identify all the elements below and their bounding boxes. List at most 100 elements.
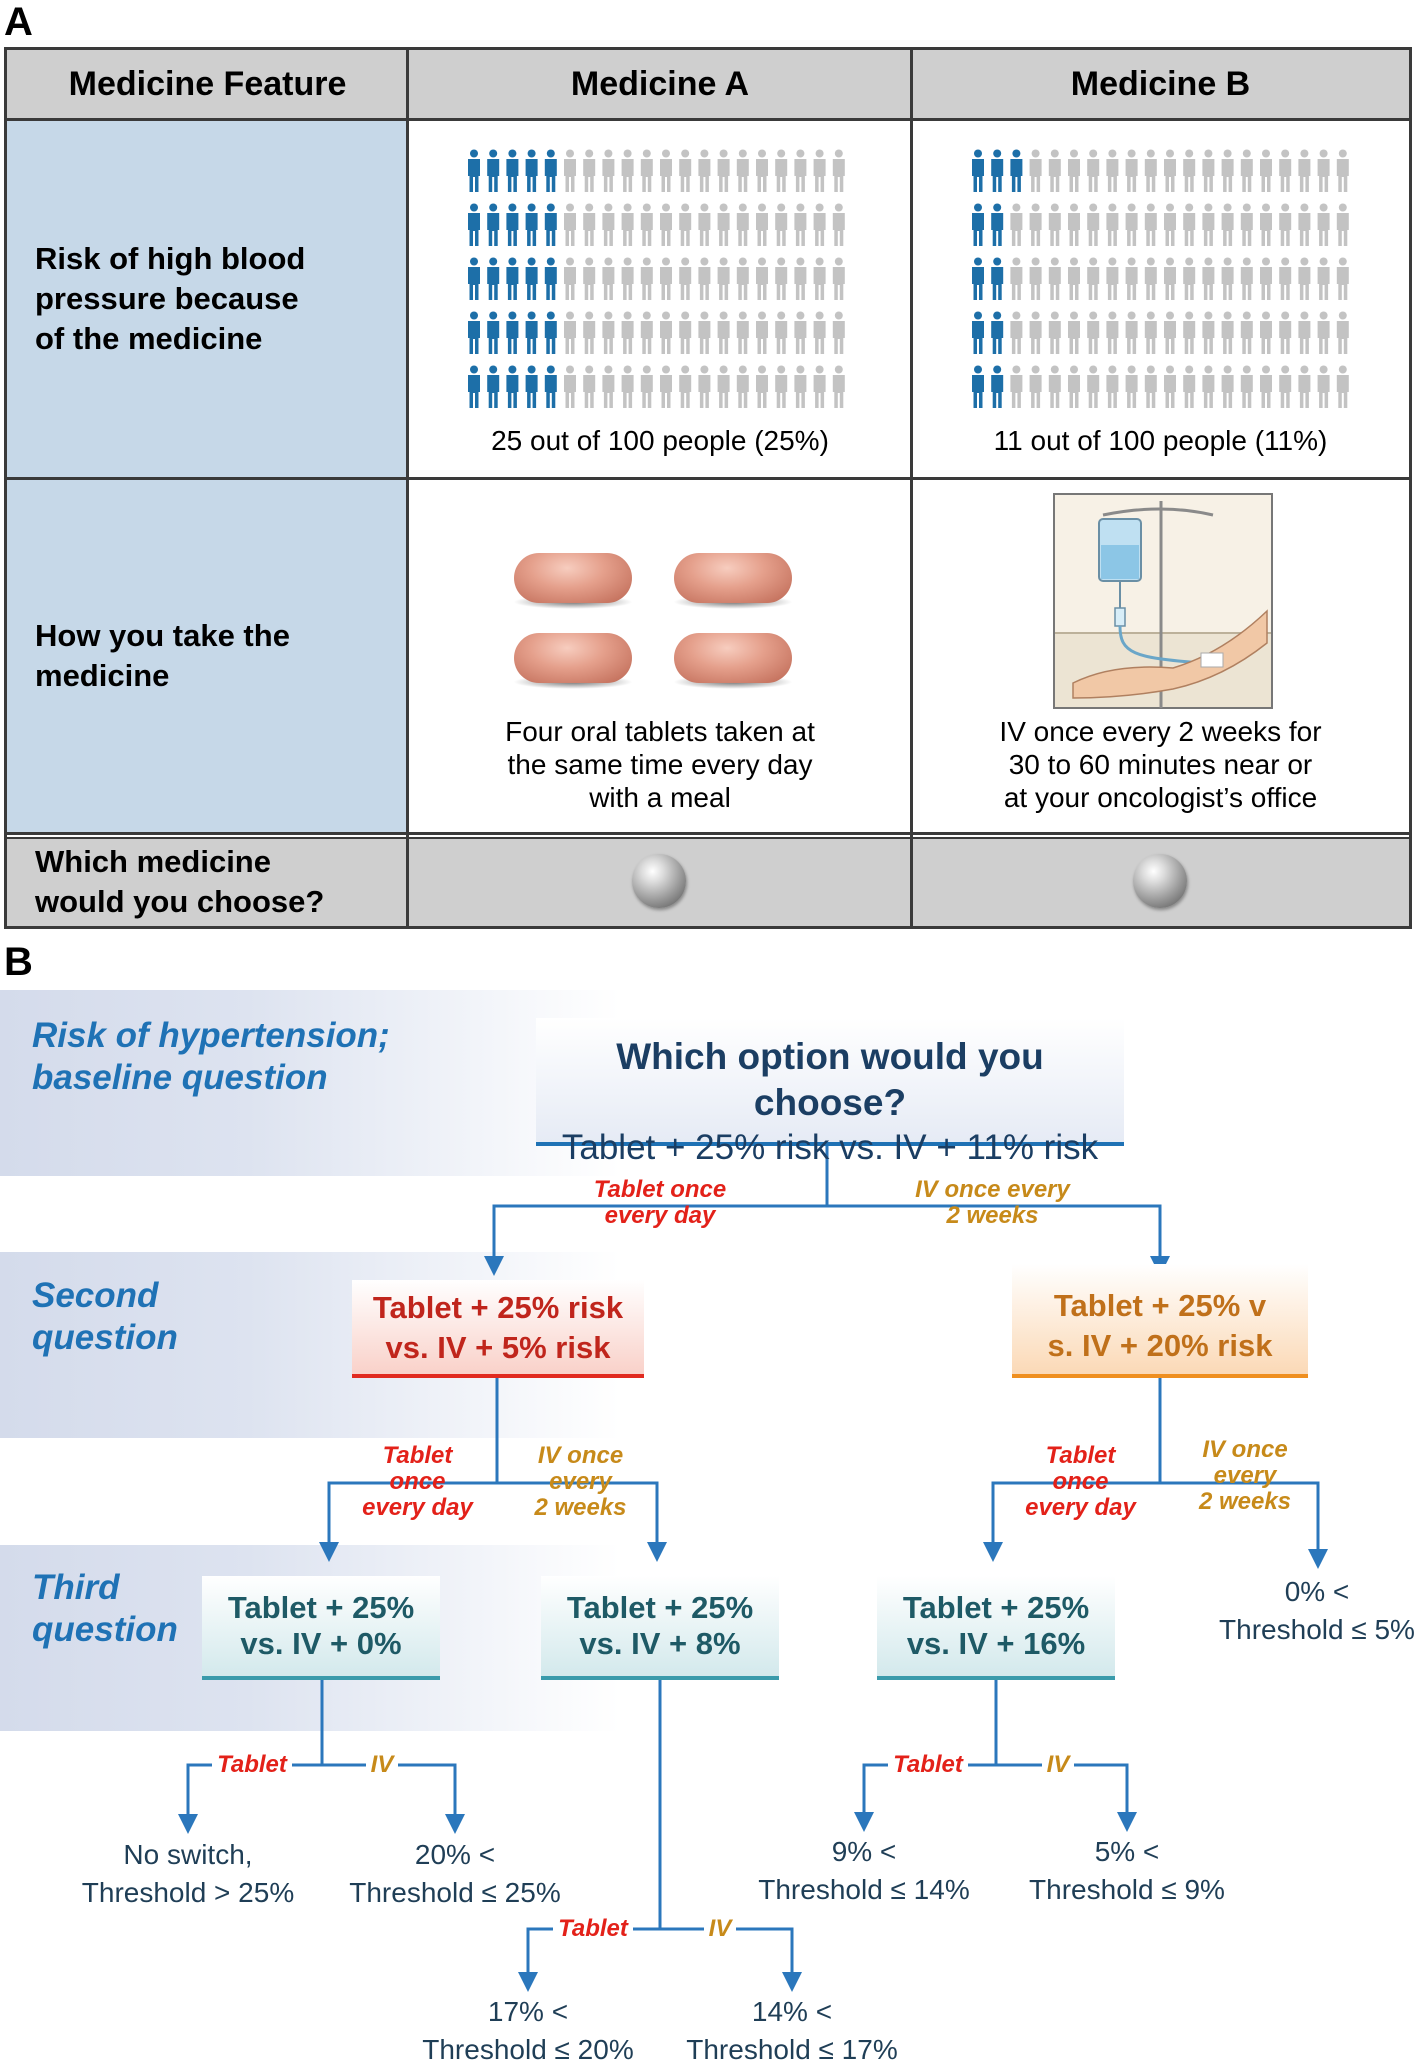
person-icon — [756, 149, 768, 192]
person-icon — [679, 203, 692, 246]
person-icon — [698, 257, 711, 300]
branch-tablet-every-day: Tablet once every day — [580, 1177, 740, 1229]
person-icon — [1144, 257, 1157, 300]
person-icon — [972, 149, 984, 192]
person-icon — [717, 149, 730, 192]
person-icon — [1164, 257, 1176, 300]
person-icon — [621, 311, 634, 354]
person-icon — [1202, 149, 1215, 192]
person-icon — [679, 257, 692, 300]
branch-left-tablet-line-1: Tablet — [382, 1442, 453, 1469]
person-icon — [698, 365, 711, 408]
person-icon — [698, 203, 711, 246]
person-icon — [1298, 311, 1311, 354]
result-right-iv-line-1: 0% < — [1284, 1576, 1350, 1607]
branch-left-iv-line-3: 2 weeks — [534, 1494, 627, 1521]
person-icon — [506, 203, 519, 246]
person-icon — [468, 257, 480, 300]
person-icon — [775, 257, 788, 300]
band-third-line-1: Third — [32, 1568, 120, 1607]
result-c-iv-line-1: 5% < — [1094, 1836, 1160, 1867]
person-icon — [813, 365, 826, 408]
person-icon — [468, 365, 480, 408]
person-icon — [487, 149, 500, 192]
person-icon — [698, 311, 711, 354]
person-icon — [736, 149, 749, 192]
person-icon — [1029, 203, 1042, 246]
person-icon — [468, 149, 480, 192]
branch-left-tablet: Tablet once every day — [355, 1443, 480, 1521]
person-icon — [583, 311, 596, 354]
choose-medicine-a-radio[interactable] — [632, 854, 686, 908]
third-c-line-1: Tablet + 25% — [902, 1590, 1090, 1625]
person-icon — [1144, 311, 1157, 354]
person-icon — [544, 311, 557, 354]
person-icon — [1202, 311, 1215, 354]
person-icon — [1125, 149, 1138, 192]
person-icon — [1144, 365, 1157, 408]
result-a-iv-line-1: 20% < — [414, 1839, 496, 1870]
person-icon — [544, 203, 557, 246]
person-icon — [679, 149, 692, 192]
feature-choice-line-1: Which medicine — [35, 843, 271, 879]
person-icon — [794, 365, 807, 408]
person-icon — [1183, 311, 1196, 354]
choose-medicine-b-radio[interactable] — [1133, 854, 1187, 908]
person-icon — [1336, 203, 1349, 246]
person-icon — [1010, 149, 1023, 192]
result-b-iv: 14% < Threshold ≤ 17% — [667, 1993, 917, 2069]
third-b-line-2: vs. IV + 8% — [579, 1626, 741, 1661]
person-icon — [640, 149, 653, 192]
person-icon — [991, 365, 1004, 408]
person-icon — [1048, 149, 1061, 192]
person-icon — [1029, 149, 1042, 192]
person-icon — [621, 257, 634, 300]
person-icon — [972, 311, 984, 354]
person-icon — [813, 257, 826, 300]
person-icon — [660, 149, 672, 192]
third-c-line-2: vs. IV + 16% — [906, 1626, 1086, 1661]
result-right-iv: 0% < Threshold ≤ 5% — [1218, 1573, 1416, 1649]
person-icon — [1029, 257, 1042, 300]
result-a-iv-line-2: Threshold ≤ 25% — [349, 1877, 561, 1908]
admin-caption-b-line-3: at your oncologist’s office — [1003, 782, 1318, 813]
header-medicine-b: Medicine B — [912, 50, 1409, 118]
person-icon — [468, 311, 480, 354]
feature-admin-line-1: How you take the — [35, 618, 290, 653]
person-icon — [487, 203, 500, 246]
person-icon — [1106, 311, 1119, 354]
person-icon — [1336, 257, 1349, 300]
person-icon — [1048, 203, 1061, 246]
person-icon — [583, 365, 596, 408]
person-icon — [794, 203, 807, 246]
person-icon — [1317, 365, 1330, 408]
baseline-question-title: Which option would you choose? — [616, 1036, 1044, 1123]
person-icon — [1240, 365, 1253, 408]
person-icon — [583, 257, 596, 300]
third-a-line-1: Tablet + 25% — [227, 1590, 415, 1625]
person-icon — [1336, 149, 1349, 192]
person-icon — [487, 365, 500, 408]
person-icon — [1298, 257, 1311, 300]
branch-right-tablet: Tablet once every day — [1018, 1443, 1143, 1521]
branch-iv-every-2-weeks-line-1: IV once every — [915, 1176, 1070, 1203]
person-icon — [1144, 203, 1157, 246]
person-icon — [1125, 203, 1138, 246]
result-c-tablet-line-1: 9% < — [831, 1836, 897, 1867]
feature-choice-line-2: would you choose? — [35, 883, 325, 919]
feature-risk-line-3: of the medicine — [35, 321, 263, 356]
person-icon — [736, 311, 749, 354]
split-c-iv-label: IV — [1042, 1752, 1074, 1778]
person-icon — [544, 149, 557, 192]
band-third-label: Third question — [32, 1567, 178, 1651]
person-icon — [832, 311, 845, 354]
person-icon — [794, 149, 807, 192]
person-icon — [1029, 365, 1042, 408]
person-icon — [1087, 311, 1100, 354]
branch-right-iv: IV once every 2 weeks — [1185, 1437, 1305, 1515]
person-icon — [1202, 365, 1215, 408]
person-icon — [679, 311, 692, 354]
person-icon — [1183, 365, 1196, 408]
person-icon — [1087, 149, 1100, 192]
